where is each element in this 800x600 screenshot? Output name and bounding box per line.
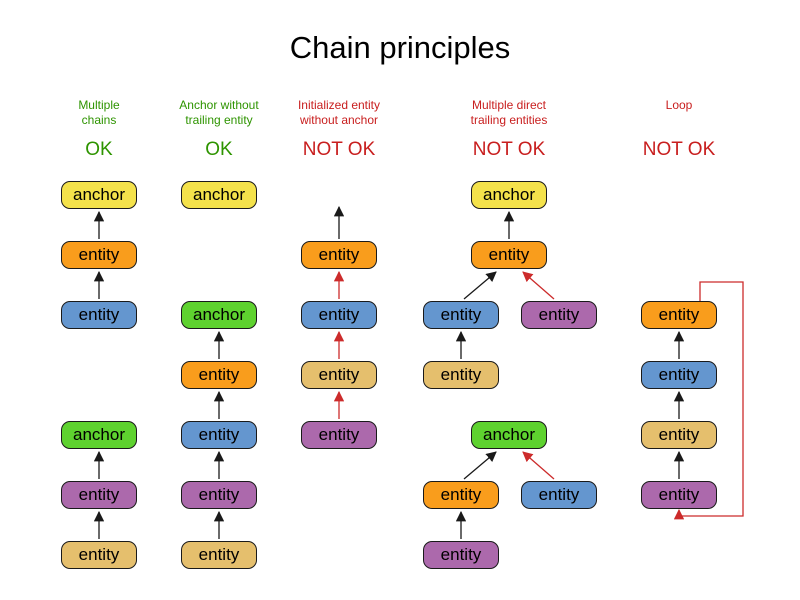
node-entity: entity: [471, 241, 547, 269]
node-anchor: anchor: [61, 181, 137, 209]
node-entity: entity: [181, 481, 257, 509]
node-entity: entity: [301, 301, 377, 329]
verdict-multiple-chains: OK: [85, 139, 113, 160]
node-entity: entity: [521, 481, 597, 509]
node-entity: entity: [181, 541, 257, 569]
verdict-loop: NOT OK: [642, 139, 716, 160]
node-entity: entity: [301, 361, 377, 389]
node-entity: entity: [641, 361, 717, 389]
node-entity: entity: [301, 241, 377, 269]
node-entity: entity: [301, 421, 377, 449]
verdict-anchor-without-trailing: OK: [205, 139, 233, 160]
column-header-multiple-trailing: Multiple direct trailing entities: [470, 98, 548, 127]
node-anchor: anchor: [471, 181, 547, 209]
node-anchor: anchor: [181, 301, 257, 329]
node-entity: entity: [61, 541, 137, 569]
node-entity: entity: [641, 301, 717, 329]
node-entity: entity: [423, 361, 499, 389]
node-entity: entity: [181, 361, 257, 389]
node-entity: entity: [61, 481, 137, 509]
node-entity: entity: [641, 421, 717, 449]
verdict-multiple-trailing: NOT OK: [472, 139, 546, 160]
page-title: Chain principles: [289, 30, 511, 65]
verdict-initialized-no-anchor: NOT OK: [302, 139, 376, 160]
column-header-anchor-without-trailing: Anchor without trailing entity: [179, 98, 259, 127]
node-anchor: anchor: [61, 421, 137, 449]
node-entity: entity: [641, 481, 717, 509]
column-header-multiple-chains: Multiple chains: [78, 98, 120, 127]
node-entity: entity: [61, 241, 137, 269]
node-entity: entity: [61, 301, 137, 329]
node-anchor: anchor: [181, 181, 257, 209]
column-header-initialized-no-anchor: Initialized entity without anchor: [297, 98, 381, 127]
node-entity: entity: [423, 481, 499, 509]
node-entity: entity: [423, 301, 499, 329]
node-entity: entity: [423, 541, 499, 569]
node-anchor: anchor: [471, 421, 547, 449]
node-entity: entity: [181, 421, 257, 449]
node-entity: entity: [521, 301, 597, 329]
column-header-loop: Loop: [665, 98, 693, 112]
